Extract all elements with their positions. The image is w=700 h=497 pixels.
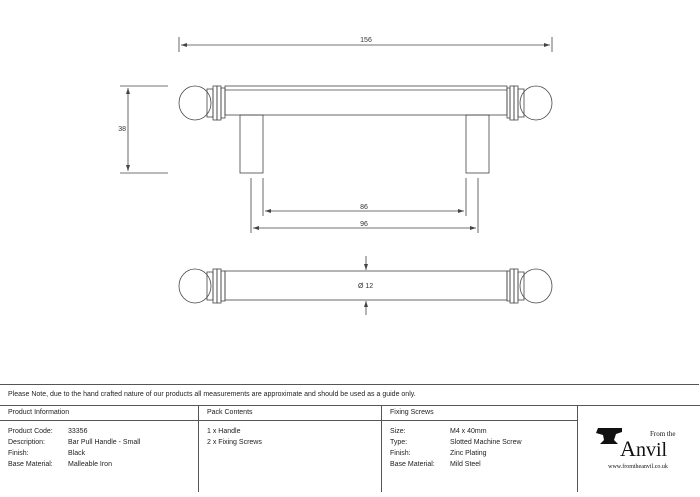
left-end-cap-side xyxy=(178,268,226,304)
screw-row: Type:Slotted Machine Screw xyxy=(390,439,522,446)
info-table: Product Information Product Code:33356 D… xyxy=(0,405,700,492)
right-end-cap xyxy=(506,85,553,121)
dim-diameter: Ø 12 xyxy=(358,283,373,290)
anvil-icon xyxy=(596,428,622,444)
logo-from-the: From the xyxy=(650,430,675,438)
product-row: Finish:Black xyxy=(8,450,86,457)
left-leg xyxy=(239,114,264,174)
fixing-screws-heading: Fixing Screws xyxy=(382,406,577,421)
screw-row: Size:M4 x 40mm xyxy=(390,428,487,435)
right-end-cap-side xyxy=(506,268,553,304)
product-row: Base Material:Malleable Iron xyxy=(8,461,112,468)
left-end-cap xyxy=(178,85,226,121)
technical-drawing: 156 38 86 96 Ø 12 xyxy=(118,37,553,315)
dim-overall-length: 156 xyxy=(360,37,372,44)
dim-centres-outer: 96 xyxy=(360,221,368,228)
dim-height: 38 xyxy=(118,126,126,133)
logo-brand: nvil xyxy=(636,439,668,461)
pack-item: 1 x Handle xyxy=(207,428,241,435)
logo-url: www.fromtheanvil.co.uk xyxy=(608,463,668,470)
logo-initial: A xyxy=(620,436,636,461)
anvil-logo: From the A nvil www.fromtheanvil.co.uk xyxy=(578,406,700,492)
product-info-heading: Product Information xyxy=(0,406,198,421)
product-info-section: Product Information Product Code:33356 D… xyxy=(0,406,199,492)
dim-centres-inner: 86 xyxy=(360,204,368,211)
product-row: Product Code:33356 xyxy=(8,428,88,435)
fixing-screws-section: Fixing Screws Size:M4 x 40mm Type:Slotte… xyxy=(382,406,578,492)
pack-contents-section: Pack Contents 1 x Handle 2 x Fixing Scre… xyxy=(199,406,382,492)
disclaimer-note: Please Note, due to the hand crafted nat… xyxy=(0,384,699,404)
product-row: Description:Bar Pull Handle - Small xyxy=(8,439,141,446)
screw-row: Base Material:Mild Steel xyxy=(390,461,481,468)
right-leg xyxy=(465,114,490,174)
screw-row: Finish:Zinc Plating xyxy=(390,450,487,457)
pack-contents-heading: Pack Contents xyxy=(199,406,381,421)
pack-item: 2 x Fixing Screws xyxy=(207,439,262,446)
